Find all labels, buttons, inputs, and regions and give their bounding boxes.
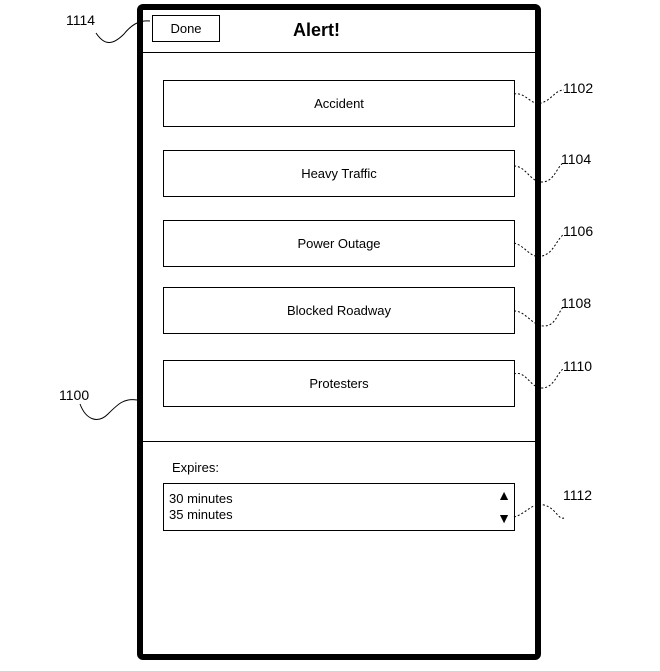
ref-1108: 1108 bbox=[561, 295, 591, 311]
ref-1102: 1102 bbox=[563, 80, 593, 96]
option-heavy-traffic-button[interactable]: Heavy Traffic bbox=[163, 150, 515, 197]
picker-option-35-minutes[interactable]: 35 minutes bbox=[169, 507, 233, 522]
ref-1114: 1114 bbox=[66, 12, 95, 28]
ref-1100: 1100 bbox=[59, 387, 89, 403]
ref-1112: 1112 bbox=[563, 487, 592, 503]
ref-1106: 1106 bbox=[563, 223, 593, 239]
done-button[interactable]: Done bbox=[152, 15, 220, 42]
option-accident-button[interactable]: Accident bbox=[163, 80, 515, 127]
option-blocked-roadway-button[interactable]: Blocked Roadway bbox=[163, 287, 515, 334]
leader-line-1100 bbox=[80, 400, 137, 420]
device-screen: Done Alert! Accident Heavy Traffic Power… bbox=[137, 4, 541, 660]
section-divider bbox=[143, 441, 535, 442]
ref-1110: 1110 bbox=[563, 358, 592, 374]
scroll-down-arrow-icon[interactable]: ▼ bbox=[497, 511, 511, 525]
header-bar: Done Alert! bbox=[143, 10, 535, 53]
expires-label: Expires: bbox=[172, 460, 219, 475]
picker-option-30-minutes[interactable]: 30 minutes bbox=[169, 491, 233, 506]
page-title: Alert! bbox=[293, 20, 340, 41]
scroll-up-arrow-icon[interactable]: ▲ bbox=[497, 488, 511, 502]
option-protesters-button[interactable]: Protesters bbox=[163, 360, 515, 407]
expires-picker[interactable]: 30 minutes 35 minutes ▲ ▼ bbox=[163, 483, 515, 531]
option-power-outage-button[interactable]: Power Outage bbox=[163, 220, 515, 267]
ref-1104: 1104 bbox=[561, 151, 591, 167]
